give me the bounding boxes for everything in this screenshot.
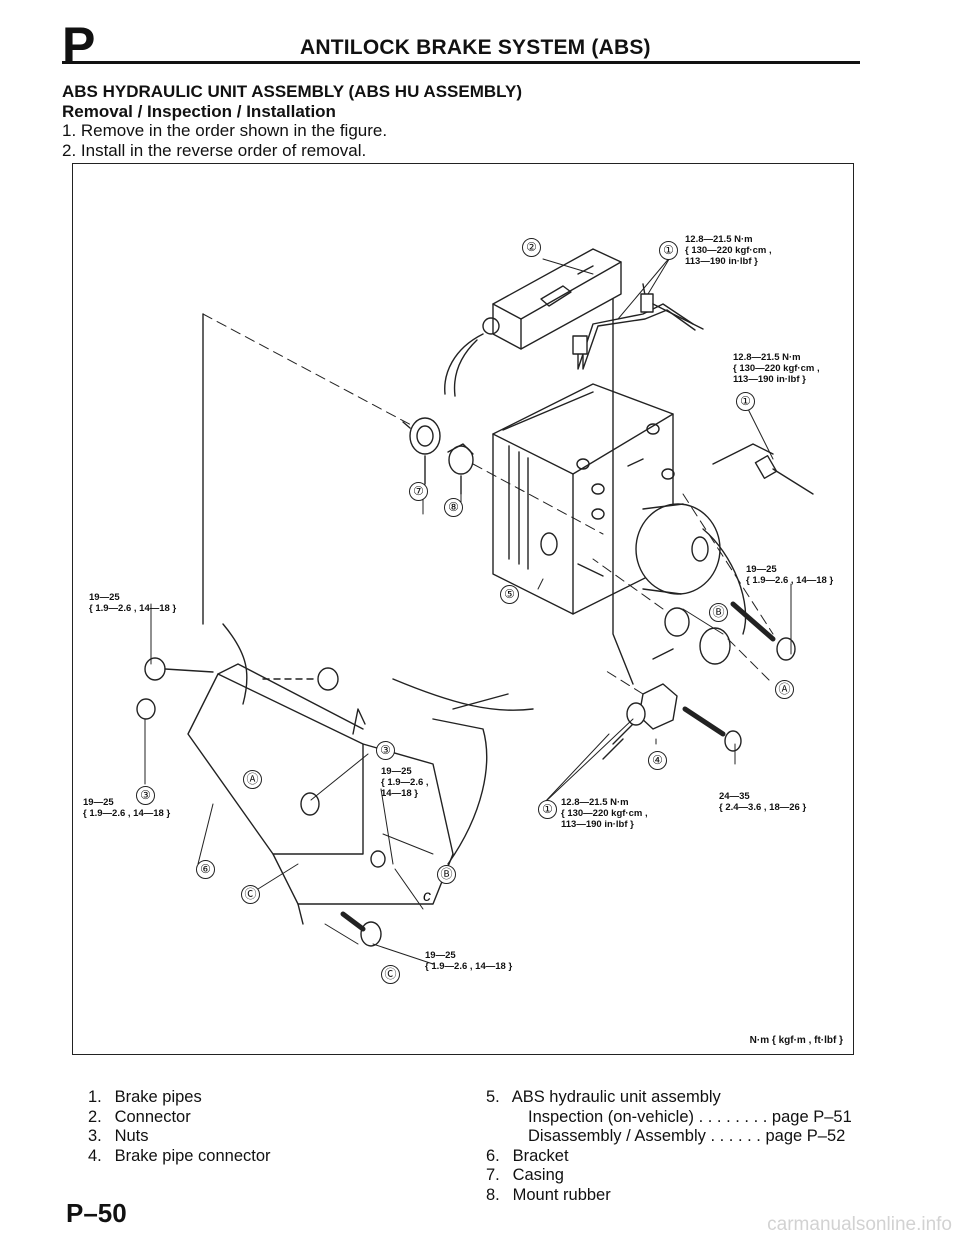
- legend-item: 2. Connector: [88, 1108, 271, 1128]
- callout-6: ⑥: [196, 860, 215, 879]
- torque-line: { 1.9—2.6 , 14—18 }: [425, 961, 513, 972]
- torque-line: 113—190 in·lbf }: [733, 374, 806, 385]
- section-title: ABS HYDRAULIC UNIT ASSEMBLY (ABS HU ASSE…: [62, 82, 522, 101]
- torque-spec: 19—25 { 1.9—2.6 , 14—18 }: [83, 797, 170, 819]
- parts-legend-right: 5. ABS hydraulic unit assembly Inspectio…: [486, 1088, 852, 1205]
- casing-drawing: [402, 417, 441, 485]
- callout-7: ⑦: [409, 482, 428, 501]
- callout-1: ①: [538, 800, 557, 819]
- legend-item: 5. ABS hydraulic unit assembly: [486, 1088, 852, 1108]
- page-header-title: ANTILOCK BRAKE SYSTEM (ABS): [300, 36, 651, 59]
- callout-A: Ⓐ: [775, 680, 794, 699]
- legend-text: Brake pipes: [114, 1088, 202, 1106]
- callout-B: Ⓑ: [709, 603, 728, 622]
- callout-5: ⑤: [500, 585, 519, 604]
- torque-line: { 1.9—2.6 ,: [381, 777, 429, 788]
- callout-B: Ⓑ: [437, 865, 456, 884]
- torque-line: { 130—220 kgf·cm ,: [561, 808, 648, 819]
- legend-text: Casing: [512, 1166, 564, 1184]
- procedure-steps: 1. Remove in the order shown in the figu…: [62, 121, 387, 161]
- torque-line: 19—25: [425, 950, 456, 961]
- callout-2: ②: [522, 238, 541, 257]
- procedure-step: 1. Remove in the order shown in the figu…: [62, 121, 388, 140]
- legend-text: Nuts: [114, 1127, 149, 1145]
- callout-1: ①: [659, 241, 678, 260]
- legend-item: 8. Mount rubber: [486, 1186, 852, 1206]
- mark-c: c: [423, 888, 431, 905]
- mount-rubber-drawing: [447, 443, 474, 495]
- torque-line: { 1.9—2.6 , 14—18 }: [83, 808, 171, 819]
- torque-line: { 130—220 kgf·cm ,: [733, 363, 820, 374]
- torque-spec: 19—25 { 1.9—2.6 , 14—18 }: [381, 766, 429, 799]
- header-divider: [62, 61, 860, 64]
- torque-line: 24—35: [719, 791, 750, 802]
- page-number: P–50: [66, 1198, 127, 1228]
- legend-number: 3.: [88, 1127, 102, 1145]
- legend-item: 1. Brake pipes: [88, 1088, 271, 1108]
- legend-text: Brake pipe connector: [114, 1146, 271, 1165]
- callout-3: ③: [136, 786, 155, 805]
- legend-text: ABS hydraulic unit assembly: [511, 1088, 721, 1106]
- legend-text: Bracket: [512, 1146, 569, 1165]
- torque-line: { 1.9—2.6 , 14—18 }: [746, 575, 834, 586]
- exploded-view-drawing: [136, 248, 814, 965]
- brake-pipe-connector-drawing: [626, 683, 742, 752]
- legend-number: 2.: [88, 1107, 102, 1126]
- parts-legend-left: 1. Brake pipes 2. Connector 3. Nuts 4. B…: [88, 1088, 271, 1166]
- torque-line: 113—190 in·lbf }: [561, 819, 634, 830]
- callout-3: ③: [376, 741, 395, 760]
- callout-C: Ⓒ: [241, 885, 260, 904]
- legend-page-reference: Inspection (on-vehicle) . . . . . . . . …: [528, 1107, 852, 1126]
- torque-line: { 130—220 kgf·cm ,: [685, 245, 772, 256]
- torque-spec: 12.8—21.5 N·m { 130—220 kgf·cm , 113—190…: [561, 797, 648, 830]
- callout-C: Ⓒ: [381, 965, 400, 984]
- legend-item: 4. Brake pipe connector: [88, 1147, 271, 1167]
- torque-line: { 1.9—2.6 , 14—18 }: [89, 603, 177, 614]
- watermark: carmanualsonline.info: [767, 1214, 952, 1235]
- torque-line: 19—25: [89, 592, 120, 603]
- legend-page-reference: Disassembly / Assembly . . . . . . page …: [528, 1127, 846, 1145]
- legend-number: 4.: [88, 1146, 102, 1165]
- torque-line: 113—190 in·lbf }: [685, 256, 758, 267]
- abs-hydraulic-unit-drawing: [492, 383, 747, 635]
- legend-item: 7. Casing: [486, 1166, 852, 1186]
- leader-lines: [144, 255, 792, 965]
- procedure-step: 2. Install in the reverse order of remov…: [62, 141, 367, 160]
- callout-4: ④: [648, 751, 667, 770]
- legend-number: 5.: [486, 1088, 500, 1106]
- torque-spec: 12.8—21.5 N·m { 130—220 kgf·cm , 113—190…: [685, 234, 772, 267]
- legend-number: 1.: [88, 1088, 102, 1106]
- torque-line: { 2.4—3.6 , 18—26 }: [719, 802, 807, 813]
- torque-line: 19—25: [83, 797, 114, 808]
- torque-spec: 19—25 { 1.9—2.6 , 14—18 }: [89, 592, 176, 614]
- torque-line: 19—25: [746, 564, 777, 575]
- callout-8: ⑧: [444, 498, 463, 517]
- section-subtitle: Removal / Inspection / Installation: [62, 102, 336, 121]
- torque-line: 14—18 }: [381, 788, 418, 799]
- exploded-view-figure: 12.8—21.5 N·m { 130—220 kgf·cm , 113—190…: [72, 163, 854, 1055]
- legend-text: Mount rubber: [512, 1185, 611, 1204]
- legend-item: 3. Nuts: [88, 1127, 271, 1147]
- torque-line: 12.8—21.5 N·m: [561, 797, 629, 808]
- torque-spec: 19—25 { 1.9—2.6 , 14—18 }: [746, 564, 833, 586]
- callout-1: ①: [736, 392, 755, 411]
- legend-text: Connector: [114, 1107, 191, 1126]
- torque-line: 19—25: [381, 766, 412, 777]
- units-label: N·m { kgf·m , ft·lbf }: [749, 1035, 843, 1046]
- legend-number: 7.: [486, 1166, 500, 1184]
- legend-item: 6. Bracket: [486, 1147, 852, 1167]
- callout-A: Ⓐ: [243, 770, 262, 789]
- torque-spec: 24—35 { 2.4—3.6 , 18—26 }: [719, 791, 806, 813]
- torque-line: 12.8—21.5 N·m: [733, 352, 801, 363]
- torque-line: 12.8—21.5 N·m: [685, 234, 753, 245]
- torque-spec: 12.8—21.5 N·m { 130—220 kgf·cm , 113—190…: [733, 352, 820, 385]
- connector-drawing: [444, 248, 622, 397]
- legend-number: 8.: [486, 1185, 500, 1204]
- torque-spec: 19—25 { 1.9—2.6 , 14—18 }: [425, 950, 512, 972]
- legend-number: 6.: [486, 1146, 500, 1165]
